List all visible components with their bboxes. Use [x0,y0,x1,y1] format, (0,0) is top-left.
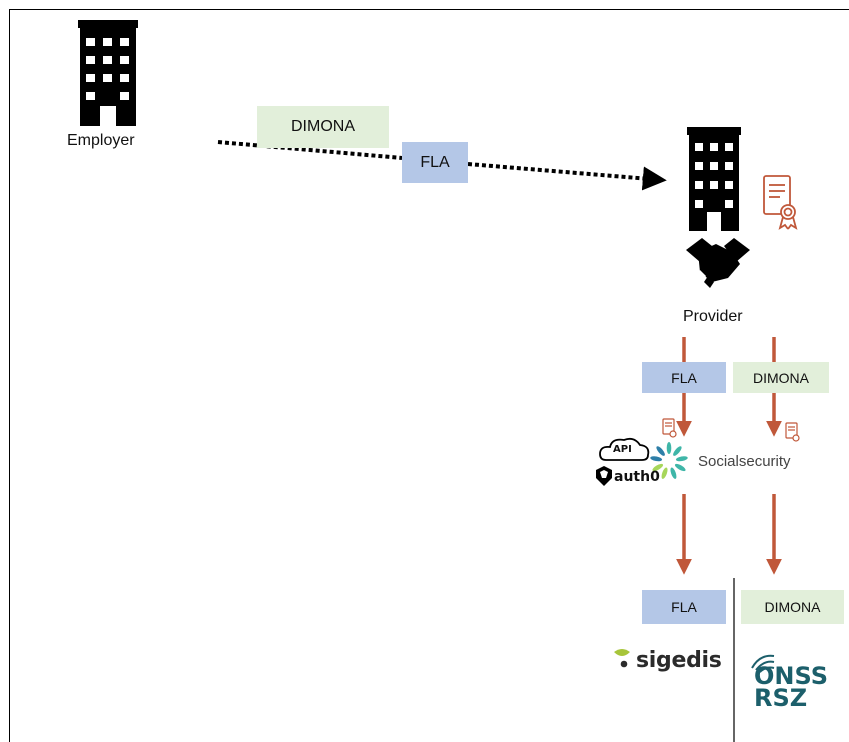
employer-building-icon [78,20,138,126]
auth0-logo-icon [596,466,612,486]
dimona-message-box: DIMONA [257,106,389,148]
onss-logo-text: ONSS [754,662,828,690]
api-cloud-icon [599,437,650,461]
certificate-icon [763,175,798,230]
auth0-logo-text: auth0 [614,469,660,485]
onss-logo-icon [751,654,775,673]
sigedis-logo-text: sigedis [636,648,722,673]
handshake-icon [686,238,750,288]
socialsecurity-logo-icon [650,442,688,479]
onss-dimona-box: DIMONA [741,590,844,624]
sigedis-logo-icon [614,649,630,668]
provider-dimona-box: DIMONA [733,362,829,393]
provider-label: Provider [683,308,743,325]
provider-building-icon [687,127,741,231]
small-certificate-icon-dimona [785,422,800,442]
api-badge-label: API [613,444,632,455]
provider-fla-box: FLA [642,362,726,393]
employer-label: Employer [67,132,135,149]
diagram-frame [9,9,849,742]
small-certificate-icon-fla [662,418,677,438]
sigedis-fla-box: FLA [642,590,726,624]
employer-to-provider-arrow [217,140,667,191]
provider-to-socialsecurity-arrows [676,337,782,437]
socialsecurity-logo-text: Socialsecurity [698,453,791,470]
fla-message-box: FLA [402,142,468,183]
socialsecurity-to-agencies-arrows [676,494,782,575]
rsz-logo-text: RSZ [754,684,808,712]
